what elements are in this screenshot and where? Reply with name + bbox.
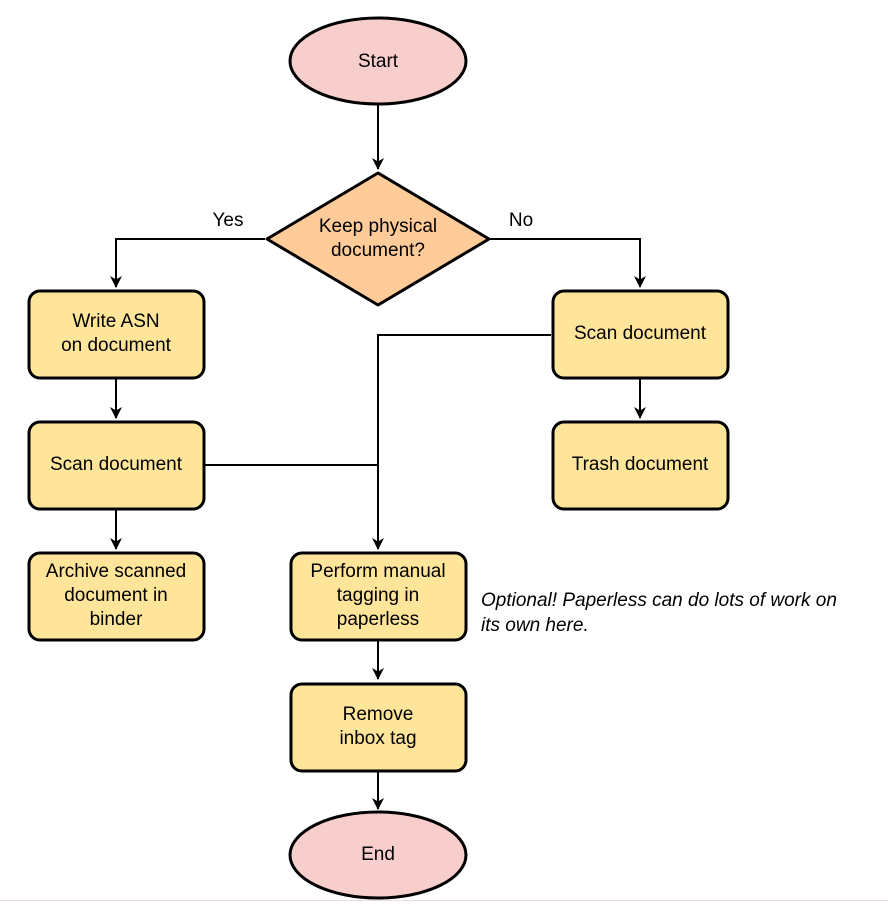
node-trash-document-process: [551, 420, 730, 511]
node-keep-physical-decision: [265, 171, 491, 307]
edge-decision-yes-to-write-asn: [110, 238, 265, 288]
annotation-text: Optional! Paperless can do lots of work …: [481, 590, 837, 636]
node-scan-document-right-process: [551, 289, 730, 380]
node-remove-inbox-tag-process: [289, 682, 468, 773]
yes-branch-label: Yes: [212, 210, 244, 231]
node-scan-document-left-process: [27, 420, 206, 511]
node-archive-binder-process: [27, 551, 206, 642]
node-start-terminator: [288, 16, 468, 106]
node-manual-tagging-process: [289, 551, 468, 642]
edge-scan-right-to-tagging: [372, 334, 551, 550]
node-end-terminator: [288, 810, 468, 900]
no-branch-label: No: [508, 210, 534, 231]
edge-decision-no-to-scan-right: [490, 238, 646, 288]
node-write-asn-process: [27, 289, 206, 380]
page-bottom-divider: [0, 900, 888, 901]
